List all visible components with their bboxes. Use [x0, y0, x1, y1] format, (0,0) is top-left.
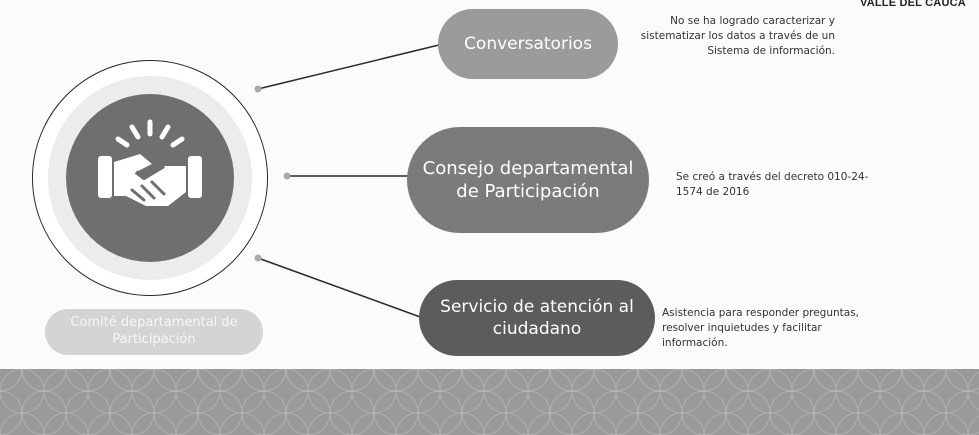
- node-conversatorios: Conversatorios: [438, 9, 618, 79]
- node-servicio-atencion: Servicio de atención al ciudadano: [419, 280, 655, 356]
- node-consejo-departamental: Consejo departamental de Participación: [407, 127, 649, 233]
- connector-dot-1: [254, 85, 262, 93]
- node-comite-departamental: Comité departamental de Participación: [45, 309, 263, 355]
- connector-dot-2: [283, 172, 291, 180]
- connector-line-1: [257, 43, 444, 90]
- connector-dot-3: [254, 254, 262, 262]
- connector-line-3: [257, 257, 424, 319]
- decorative-pattern-band: [0, 369, 979, 435]
- note-servicio-atencion: Asistencia para responder preguntas, res…: [662, 307, 860, 350]
- handshake-icon: [98, 119, 202, 206]
- note-consejo-departamental: Se creó a través del decreto 010-24-1574…: [676, 171, 869, 199]
- header-tag: VALLE DEL CAUCA: [860, 0, 966, 9]
- note-conversatorios: No se ha logrado caracterizar y sistemat…: [640, 15, 835, 58]
